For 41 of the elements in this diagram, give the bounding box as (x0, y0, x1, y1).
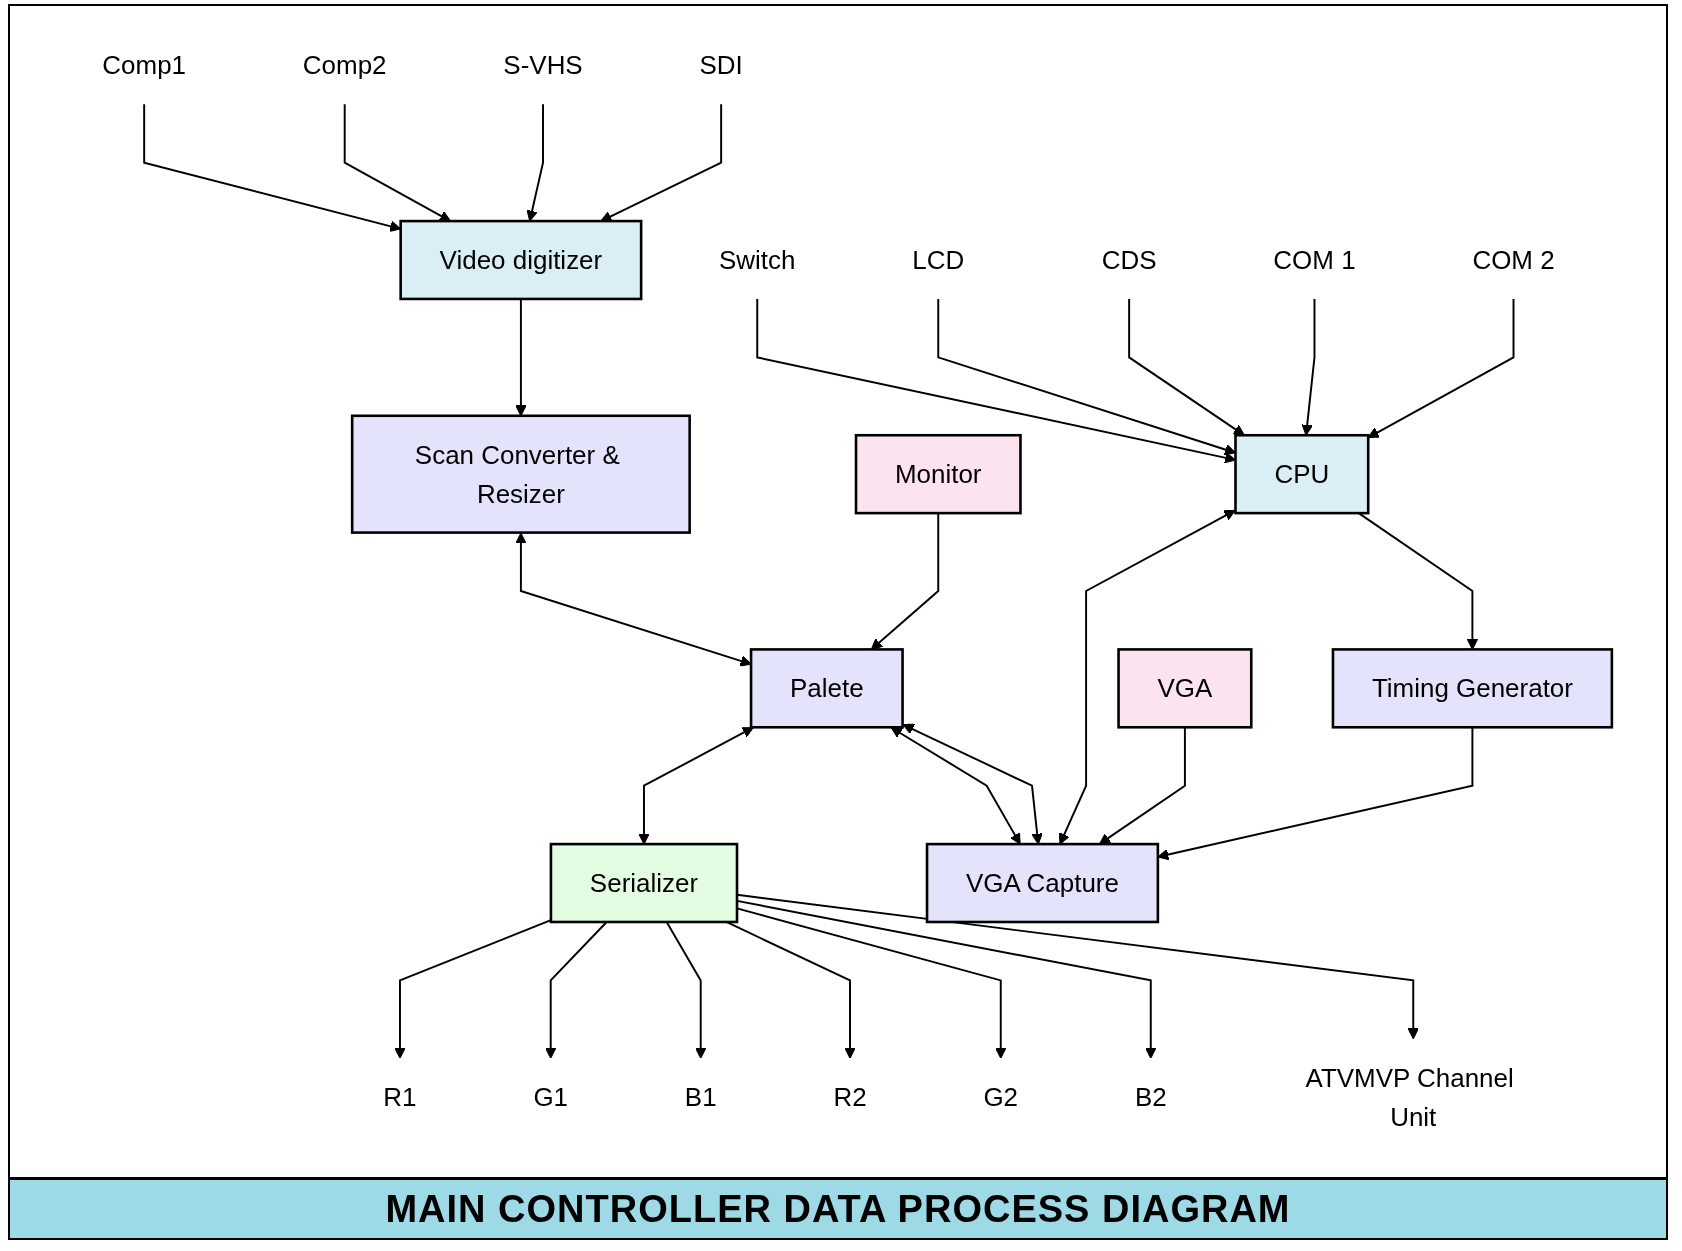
node-text: SDI (699, 51, 744, 80)
node-box: VGA Capture (926, 842, 1160, 924)
arrow (638, 727, 755, 845)
node-box: Scan Converter & Resizer (351, 414, 692, 534)
arrow (600, 103, 723, 222)
node-box: VGA (1117, 648, 1253, 729)
arrow (344, 103, 452, 222)
node-box: Serializer (550, 842, 739, 924)
arrow (1128, 298, 1246, 436)
node-text: B1 (685, 1082, 717, 1112)
arrow (891, 727, 1022, 845)
arrow (666, 921, 707, 1059)
arrow (526, 103, 545, 222)
arrow (545, 921, 608, 1059)
node-box: CPU (1234, 433, 1370, 515)
node-text: Switch (719, 245, 796, 275)
node-text: G2 (983, 1082, 1019, 1112)
arrow (1301, 298, 1316, 436)
arrow (1059, 509, 1236, 845)
node-box: Palete (750, 648, 905, 729)
arrow (725, 921, 857, 1059)
node-box: Video digitizer (399, 219, 643, 301)
node-box: Monitor (855, 433, 1023, 515)
arrow (902, 723, 1044, 845)
node-text: G1 (533, 1082, 569, 1112)
node-text: COM 1 (1273, 245, 1356, 275)
node-box: Timing Generator (1332, 648, 1614, 729)
diagram-title: MAIN CONTROLLER DATA PROCESS DIAGRAM (10, 1177, 1666, 1238)
node-text: R1 (383, 1082, 417, 1112)
node-text: B2 (1135, 1082, 1168, 1112)
node-text: ATVMVP Channel Unit (1305, 1063, 1515, 1131)
node-text: COM 2 (1472, 245, 1555, 275)
node-text: CDS (1102, 245, 1157, 275)
arrow (1368, 298, 1515, 439)
node-text: R2 (833, 1082, 867, 1112)
arrow (143, 103, 402, 232)
node-text: Comp2 (303, 51, 387, 80)
arrow (515, 532, 752, 667)
node-text: LCD (912, 245, 965, 275)
node-text: S-VHS (503, 51, 584, 80)
node-text: Comp1 (102, 51, 187, 80)
